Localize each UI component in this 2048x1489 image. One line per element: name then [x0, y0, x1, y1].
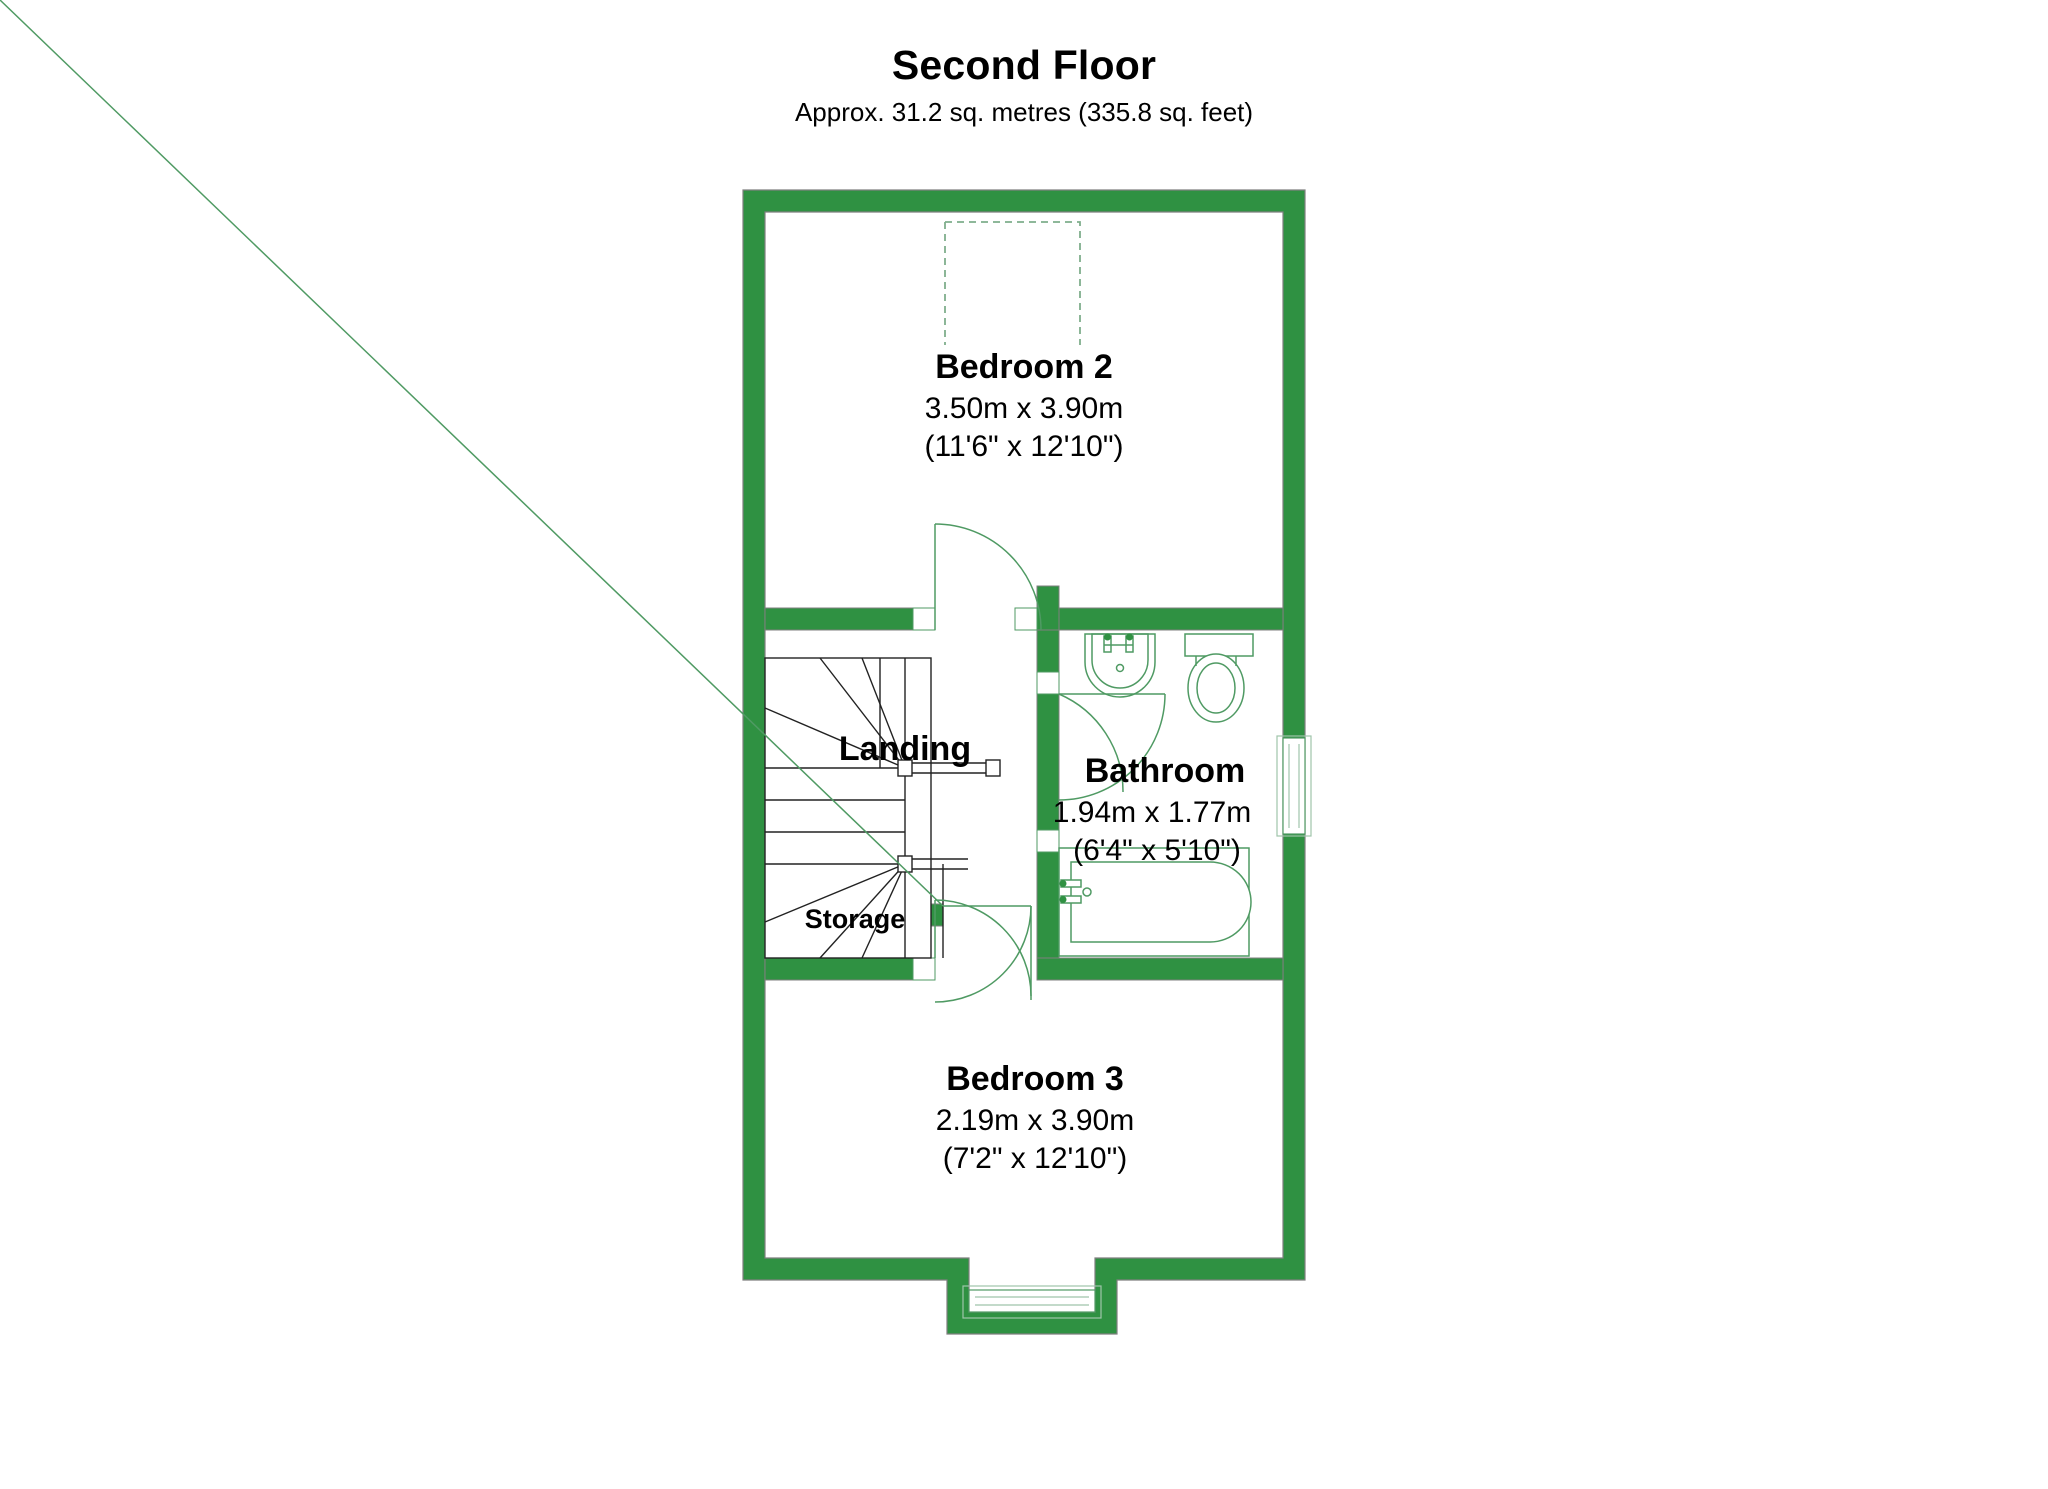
wall-landing-bathroom-divider — [1036, 607, 1060, 981]
bathtub-fixture — [1058, 847, 1252, 957]
staircase — [764, 657, 1001, 959]
wall-storage-bottom — [764, 957, 914, 981]
bedroom2-name: Bedroom 2 — [935, 348, 1113, 386]
page-title: Second Floor — [891, 42, 1157, 88]
gap-bathroom-door — [1036, 671, 1060, 695]
room-label-group: Bedroom 2 3.50m x 3.90m (11'6" x 12'10")… — [805, 348, 1251, 1175]
door-bathroom — [1058, 693, 1166, 801]
bedroom2-dim-metric: 3.50m x 3.90m — [925, 392, 1123, 425]
wall-group — [742, 189, 1306, 1335]
bathroom-fixtures — [1058, 633, 1254, 957]
bedroom2-dim-imperial: (11'6" x 12'10") — [925, 430, 1124, 463]
bathroom-dim-metric: 1.94m x 1.77m — [1053, 796, 1251, 829]
bedroom3-dim-metric: 2.19m x 3.90m — [936, 1104, 1134, 1137]
toilet-fixture — [1184, 633, 1254, 723]
room-label-bedroom2: Bedroom 2 3.50m x 3.90m (11'6" x 12'10") — [925, 348, 1124, 463]
room-label-bathroom: Bathroom 1.94m x 1.77m (6'4" x 5'10") — [1053, 752, 1251, 867]
room-label-storage: Storage — [805, 904, 906, 934]
wall-bedroom2-bathroom-divider — [1036, 607, 1284, 631]
gap-bathroom-bath-edge — [1036, 829, 1060, 853]
storage-name: Storage — [805, 904, 906, 934]
door-gap-group — [912, 607, 1060, 981]
window-group — [962, 735, 1312, 1319]
gap-bedroom2-door-right — [1014, 607, 1038, 631]
loft-hatch-outline — [944, 221, 1081, 345]
bathroom-dim-imperial: (6'4" x 5'10") — [1073, 834, 1241, 867]
bathroom-name: Bathroom — [1085, 752, 1246, 790]
door-bedroom2 — [934, 523, 1042, 631]
bedroom3-name: Bedroom 3 — [946, 1060, 1124, 1098]
wall-bathroom-bottom — [1036, 957, 1284, 981]
wall-landing-top-left — [764, 607, 914, 631]
plan-header: Second Floor Approx. 31.2 sq. metres (33… — [0, 42, 2048, 128]
sink-fixture — [1084, 633, 1156, 698]
window-bathroom — [1276, 735, 1312, 837]
room-label-bedroom3: Bedroom 3 2.19m x 3.90m (7'2" x 12'10") — [936, 1060, 1134, 1175]
gap-bedroom2-door-left — [912, 607, 936, 631]
door-swing-group — [0, 0, 1166, 1003]
room-label-landing: Landing — [839, 730, 971, 768]
door-bedroom3 — [0, 0, 1032, 1003]
door-storage — [934, 899, 1032, 997]
page-subtitle: Approx. 31.2 sq. metres (335.8 sq. feet) — [794, 97, 1254, 128]
landing-name: Landing — [839, 730, 971, 768]
bedroom3-dim-imperial: (7'2" x 12'10") — [943, 1142, 1128, 1175]
gap-storage-door — [912, 957, 936, 981]
window-bedroom3 — [962, 1285, 1102, 1319]
